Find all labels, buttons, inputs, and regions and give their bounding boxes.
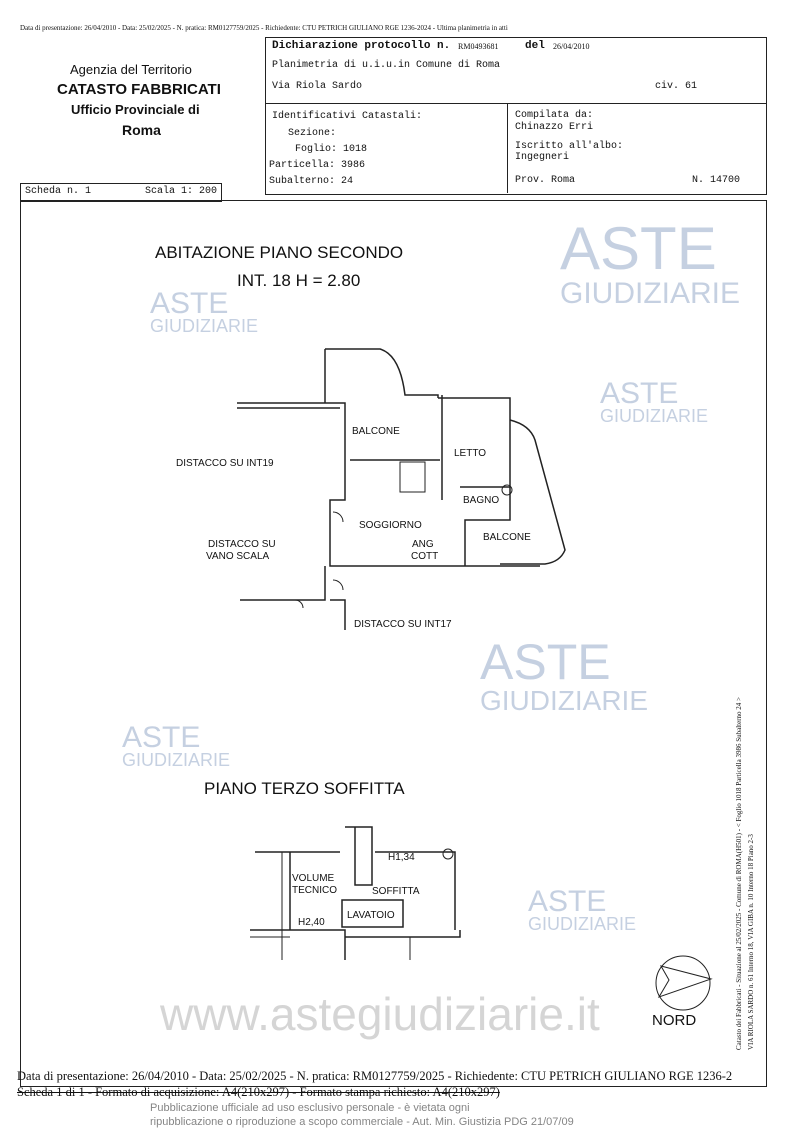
compilata-name: Chinazzo Erri bbox=[515, 122, 594, 133]
room-balcone-2: BALCONE bbox=[483, 532, 531, 543]
agency-city: Roma bbox=[122, 122, 161, 138]
divider bbox=[265, 103, 766, 104]
plan1-title: ABITAZIONE PIANO SECONDO bbox=[155, 243, 404, 262]
publication-notice-2: ripubblicazione o riproduzione a scopo c… bbox=[150, 1116, 574, 1128]
height-h134: H1,34 bbox=[388, 852, 415, 863]
room-lavatoio: LAVATOIO bbox=[347, 910, 395, 921]
subalterno: Subalterno: 24 bbox=[269, 176, 354, 187]
agency-catasto: CATASTO FABBRICATI bbox=[57, 81, 221, 98]
watermark-giudiziarie: GIUDIZIARIE bbox=[122, 750, 231, 770]
scheda: Scheda n. 1 bbox=[25, 186, 92, 197]
watermark-giudiziarie: GIUDIZIARIE bbox=[600, 406, 709, 426]
del-label: del bbox=[525, 40, 545, 52]
watermark-giudiziarie: GIUDIZIARIE bbox=[528, 914, 637, 934]
watermark-site: www.astegiudiziarie.it bbox=[160, 988, 600, 1040]
side-note-1: Catasto dei Fabbricati - Situazione al 2… bbox=[735, 697, 743, 1050]
room-tecnico: TECNICO bbox=[292, 885, 337, 896]
label-distacco-int17: DISTACCO SU INT17 bbox=[354, 619, 452, 630]
watermark-aste: ASTE bbox=[122, 721, 201, 754]
room-ang: ANG bbox=[412, 539, 434, 550]
sezione: Sezione: bbox=[288, 128, 337, 139]
footer-line-1: Data di presentazione: 26/04/2010 - Data… bbox=[17, 1069, 733, 1083]
del-date: 26/04/2010 bbox=[553, 42, 590, 51]
height-h240: H2,40 bbox=[298, 917, 325, 928]
publication-notice-1: Pubblicazione ufficiale ad uso esclusivo… bbox=[150, 1102, 470, 1114]
watermark-giudiziarie: GIUDIZIARIE bbox=[150, 316, 259, 336]
divider bbox=[507, 103, 508, 193]
header-box bbox=[265, 37, 767, 195]
identificativi: Identificativi Catastali: bbox=[272, 111, 423, 122]
watermark-aste: ASTE bbox=[560, 215, 717, 282]
watermark-aste: ASTE bbox=[600, 377, 679, 410]
plan2-title: PIANO TERZO SOFFITTA bbox=[204, 779, 405, 798]
civico: civ. 61 bbox=[655, 81, 698, 92]
room-soffitta: SOFFITTA bbox=[372, 886, 420, 897]
label-distacco-vano-2: VANO SCALA bbox=[206, 551, 270, 562]
plan1-subtitle: INT. 18 H = 2.80 bbox=[237, 271, 361, 290]
planimetria: Planimetria di u.i.u.in Comune di Roma bbox=[272, 60, 501, 71]
room-letto: LETTO bbox=[454, 448, 487, 459]
agency-name: Agenzia del Territorio bbox=[70, 62, 192, 77]
via: Via Riola Sardo bbox=[272, 81, 363, 92]
north-label: NORD bbox=[652, 1012, 697, 1029]
particella: Particella: 3986 bbox=[269, 160, 366, 171]
provincia: Prov. Roma bbox=[515, 175, 576, 186]
watermark-aste: ASTE bbox=[480, 634, 611, 690]
watermark-giudiziarie: GIUDIZIARIE bbox=[560, 277, 741, 310]
side-note-2: VIA RIOLA SARDO n. 61 Interno 18, VIA GI… bbox=[747, 834, 755, 1050]
footer-line-2: Scheda 1 di 1 - Formato di acquisizione:… bbox=[17, 1085, 500, 1099]
albo-number: N. 14700 bbox=[692, 175, 741, 186]
scala: Scala 1: 200 bbox=[145, 186, 218, 197]
albo: Ingegneri bbox=[515, 152, 570, 163]
agency-ufficio: Ufficio Provinciale di bbox=[71, 102, 200, 117]
albo-label: Iscritto all'albo: bbox=[515, 141, 624, 152]
foglio: Foglio: 1018 bbox=[295, 144, 368, 155]
watermark-aste: ASTE bbox=[150, 287, 229, 320]
room-volume: VOLUME bbox=[292, 873, 335, 884]
label-distacco-vano-1: DISTACCO SU bbox=[208, 539, 276, 550]
room-bagno: BAGNO bbox=[463, 495, 500, 506]
room-balcone: BALCONE bbox=[352, 426, 400, 437]
compilata-label: Compilata da: bbox=[515, 110, 594, 121]
scheda-box bbox=[20, 183, 222, 202]
watermark-giudiziarie: GIUDIZIARIE bbox=[480, 685, 649, 716]
label-distacco-int19: DISTACCO SU INT19 bbox=[176, 458, 274, 469]
protocollo-number: RM0493681 bbox=[458, 42, 499, 51]
drawing-frame bbox=[20, 200, 767, 1087]
top-info-line: Data di presentazione: 26/04/2010 - Data… bbox=[20, 24, 508, 32]
room-cott: COTT bbox=[411, 551, 439, 562]
room-soggiorno: SOGGIORNO bbox=[359, 520, 422, 531]
watermark-aste: ASTE bbox=[528, 885, 607, 918]
protocollo-label: Dichiarazione protocollo n. bbox=[272, 40, 451, 52]
